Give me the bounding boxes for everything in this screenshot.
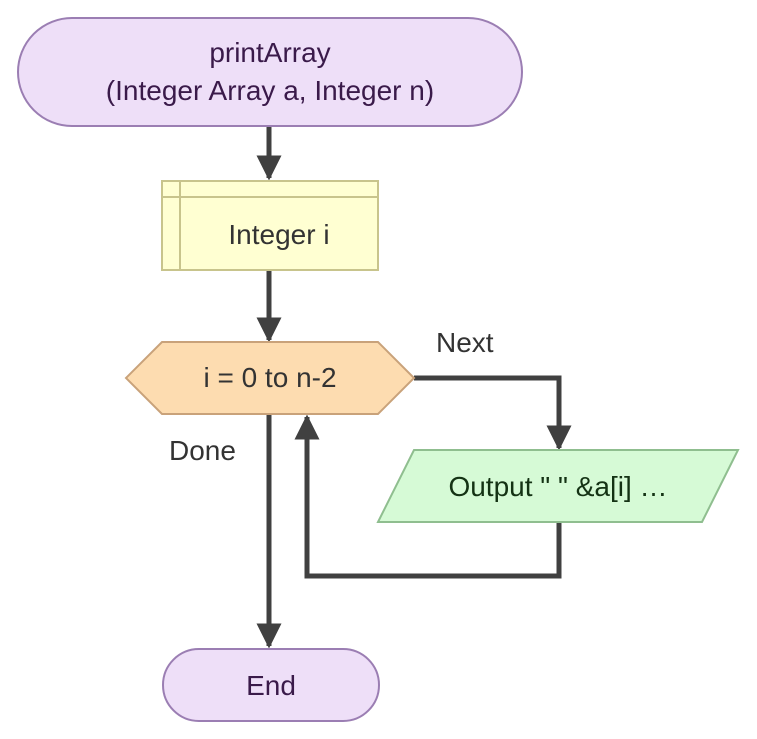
start-terminal-title: printArray [209, 37, 330, 68]
end-terminal: End [162, 648, 380, 722]
start-terminal: printArray (Integer Array a, Integer n) [17, 17, 523, 127]
declare-block-text: Integer i [228, 219, 329, 250]
loop-hexagon-text: i = 0 to n-2 [203, 362, 336, 393]
declare-block: Integer i [161, 180, 379, 271]
output-parallelogram: Output " " &a[i] … [376, 449, 740, 523]
edge-label-done: Done [169, 435, 236, 466]
start-terminal-params: (Integer Array a, Integer n) [106, 75, 434, 106]
output-parallelogram-text: Output " " &a[i] … [448, 471, 667, 502]
loop-hexagon: i = 0 to n-2 [124, 341, 416, 415]
end-terminal-text: End [246, 670, 296, 701]
connector-loop-next-to-output [414, 375, 572, 451]
connector-output-back-to-loop [294, 414, 562, 579]
edge-label-next: Next [436, 327, 494, 358]
